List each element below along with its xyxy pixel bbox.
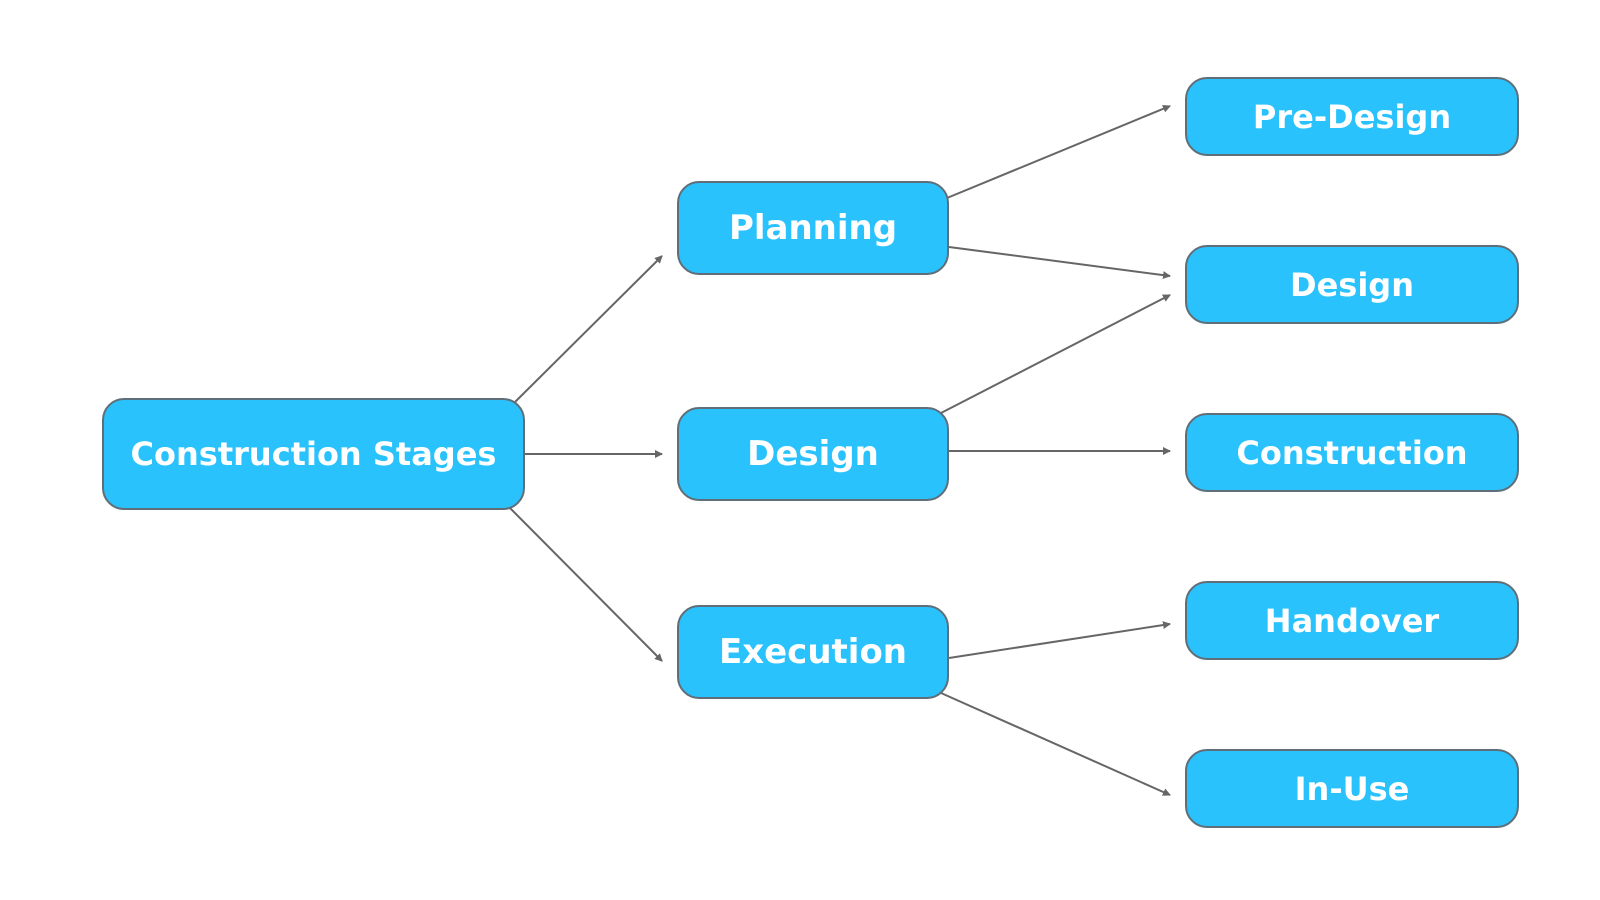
node-construction[interactable]: Construction [1185, 413, 1519, 492]
node-pre-design[interactable]: Pre-Design [1185, 77, 1519, 156]
node-planning[interactable]: Planning [677, 181, 949, 275]
node-in-use[interactable]: In-Use [1185, 749, 1519, 828]
arrow-execution-to-in-use [940, 692, 1171, 796]
arrow-design-to-design-stage [940, 294, 1171, 414]
node-label: Pre-Design [1252, 97, 1452, 136]
arrow-planning-to-design-stage [948, 246, 1171, 280]
node-label: Construction Stages [130, 435, 497, 473]
node-label: Handover [1264, 601, 1440, 640]
node-design-stage[interactable]: Design [1185, 245, 1519, 324]
arrow-root-to-planning [514, 255, 663, 403]
node-label: Planning [728, 208, 898, 248]
node-label: In-Use [1294, 769, 1410, 808]
arrow-root-to-execution [509, 507, 663, 662]
arrow-execution-to-handover [948, 621, 1171, 659]
node-design[interactable]: Design [677, 407, 949, 501]
node-label: Execution [718, 632, 908, 672]
node-label: Design [747, 434, 879, 474]
node-label: Design [1290, 265, 1414, 304]
node-label: Construction [1236, 433, 1468, 472]
node-construction-stages[interactable]: Construction Stages [102, 398, 525, 510]
node-handover[interactable]: Handover [1185, 581, 1519, 660]
arrow-planning-to-pre-design [946, 104, 1171, 199]
node-execution[interactable]: Execution [677, 605, 949, 699]
